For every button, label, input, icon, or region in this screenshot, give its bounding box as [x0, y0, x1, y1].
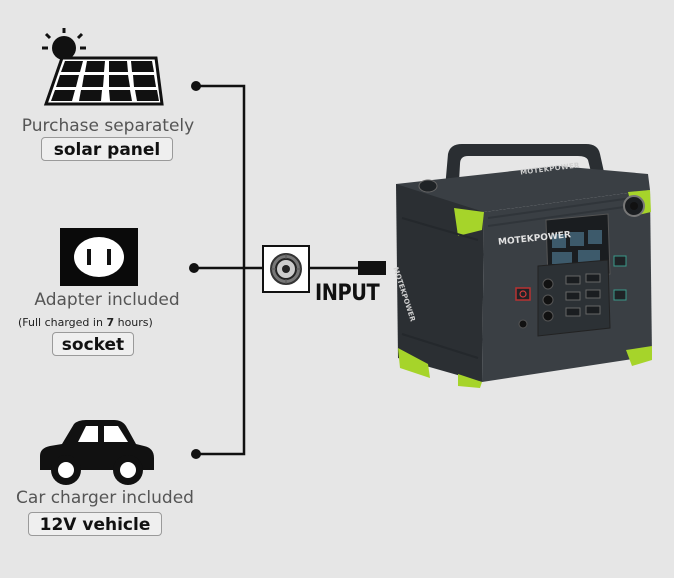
charge-time-suffix: hours) — [114, 316, 153, 329]
adapter-caption: Adapter included — [34, 290, 180, 310]
solar-caption: Purchase separately — [21, 116, 195, 136]
wire-node-solar — [191, 81, 201, 91]
charge-time-prefix: (Full charged in — [18, 316, 107, 329]
car-caption: Car charger included — [16, 488, 194, 508]
power-station-icon — [396, 144, 652, 388]
socket-tag: socket — [52, 332, 134, 356]
dc-port-icon — [270, 253, 302, 285]
car-icon — [40, 420, 154, 485]
wire-node-car — [191, 449, 201, 459]
vehicle-tag: 12V vehicle — [28, 512, 162, 536]
charge-time-note: (Full charged in 7 hours) — [18, 316, 153, 329]
input-plug — [358, 261, 386, 275]
solar-panel-icon — [42, 28, 164, 106]
charge-time-hours: 7 — [106, 316, 115, 329]
dc-port-box — [262, 245, 310, 293]
wire-node-socket — [189, 263, 199, 273]
power-socket-icon — [60, 228, 138, 286]
solar-panel-tag: solar panel — [41, 137, 173, 161]
input-label: INPUT — [315, 281, 380, 306]
